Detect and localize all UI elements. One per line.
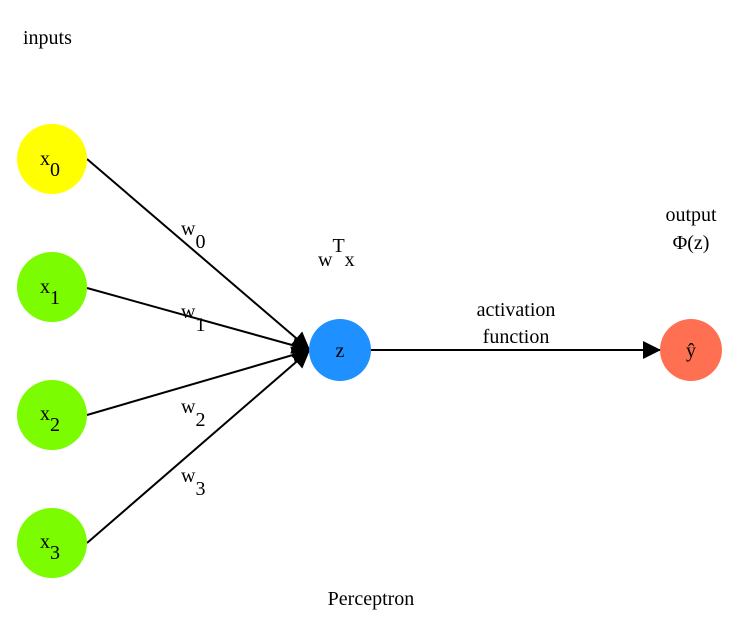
- node-x2-circle: [17, 380, 87, 450]
- node-x3: x3: [17, 508, 87, 578]
- node-y-hat-label: ŷ: [686, 340, 696, 362]
- node-x2-label: x: [40, 403, 50, 425]
- node-x1-subscript: 1: [50, 287, 60, 309]
- svg-text:x2: x2: [40, 403, 60, 436]
- weight-w3: w3: [181, 465, 205, 500]
- svg-text:x1: x1: [40, 276, 60, 309]
- node-x0: x0: [17, 124, 87, 194]
- weight-w0: w0: [181, 218, 205, 253]
- node-x1: x1: [17, 252, 87, 322]
- phi-label: Φ(z): [673, 232, 710, 254]
- node-z-circle: [309, 319, 371, 381]
- edge-x3-z: [86, 349, 311, 544]
- weight-w2: w2: [181, 396, 205, 431]
- output-heading: output: [665, 204, 717, 226]
- node-x0-label: x: [40, 148, 50, 170]
- node-x0-subscript: 0: [50, 159, 60, 181]
- node-z: z: [309, 319, 371, 381]
- weight-w1: w1: [181, 301, 205, 336]
- node-x3-circle: [17, 508, 87, 578]
- node-x3-subscript: 3: [50, 542, 60, 564]
- node-y-hat: ŷ: [660, 319, 722, 381]
- function-label: function: [483, 326, 550, 348]
- svg-text:x0: x0: [40, 148, 60, 181]
- edge-x1-z: [86, 287, 311, 354]
- node-x1-label: x: [40, 276, 50, 298]
- node-x0-circle: [17, 124, 87, 194]
- diagram-caption: Perceptron: [328, 588, 415, 610]
- node-x2: x2: [17, 380, 87, 450]
- node-x2-subscript: 2: [50, 414, 60, 436]
- node-x3-label: x: [40, 531, 50, 553]
- activation-label: activation: [477, 299, 556, 321]
- weighted-sum-label: wTx: [318, 235, 355, 271]
- node-z-label: z: [336, 340, 345, 362]
- edge-x0-z: [86, 158, 311, 351]
- node-x1-circle: [17, 252, 87, 322]
- edge-x2-z: [86, 346, 311, 416]
- node-y-hat-circle: [660, 319, 722, 381]
- svg-text:x3: x3: [40, 531, 60, 564]
- inputs-heading: inputs: [23, 27, 72, 49]
